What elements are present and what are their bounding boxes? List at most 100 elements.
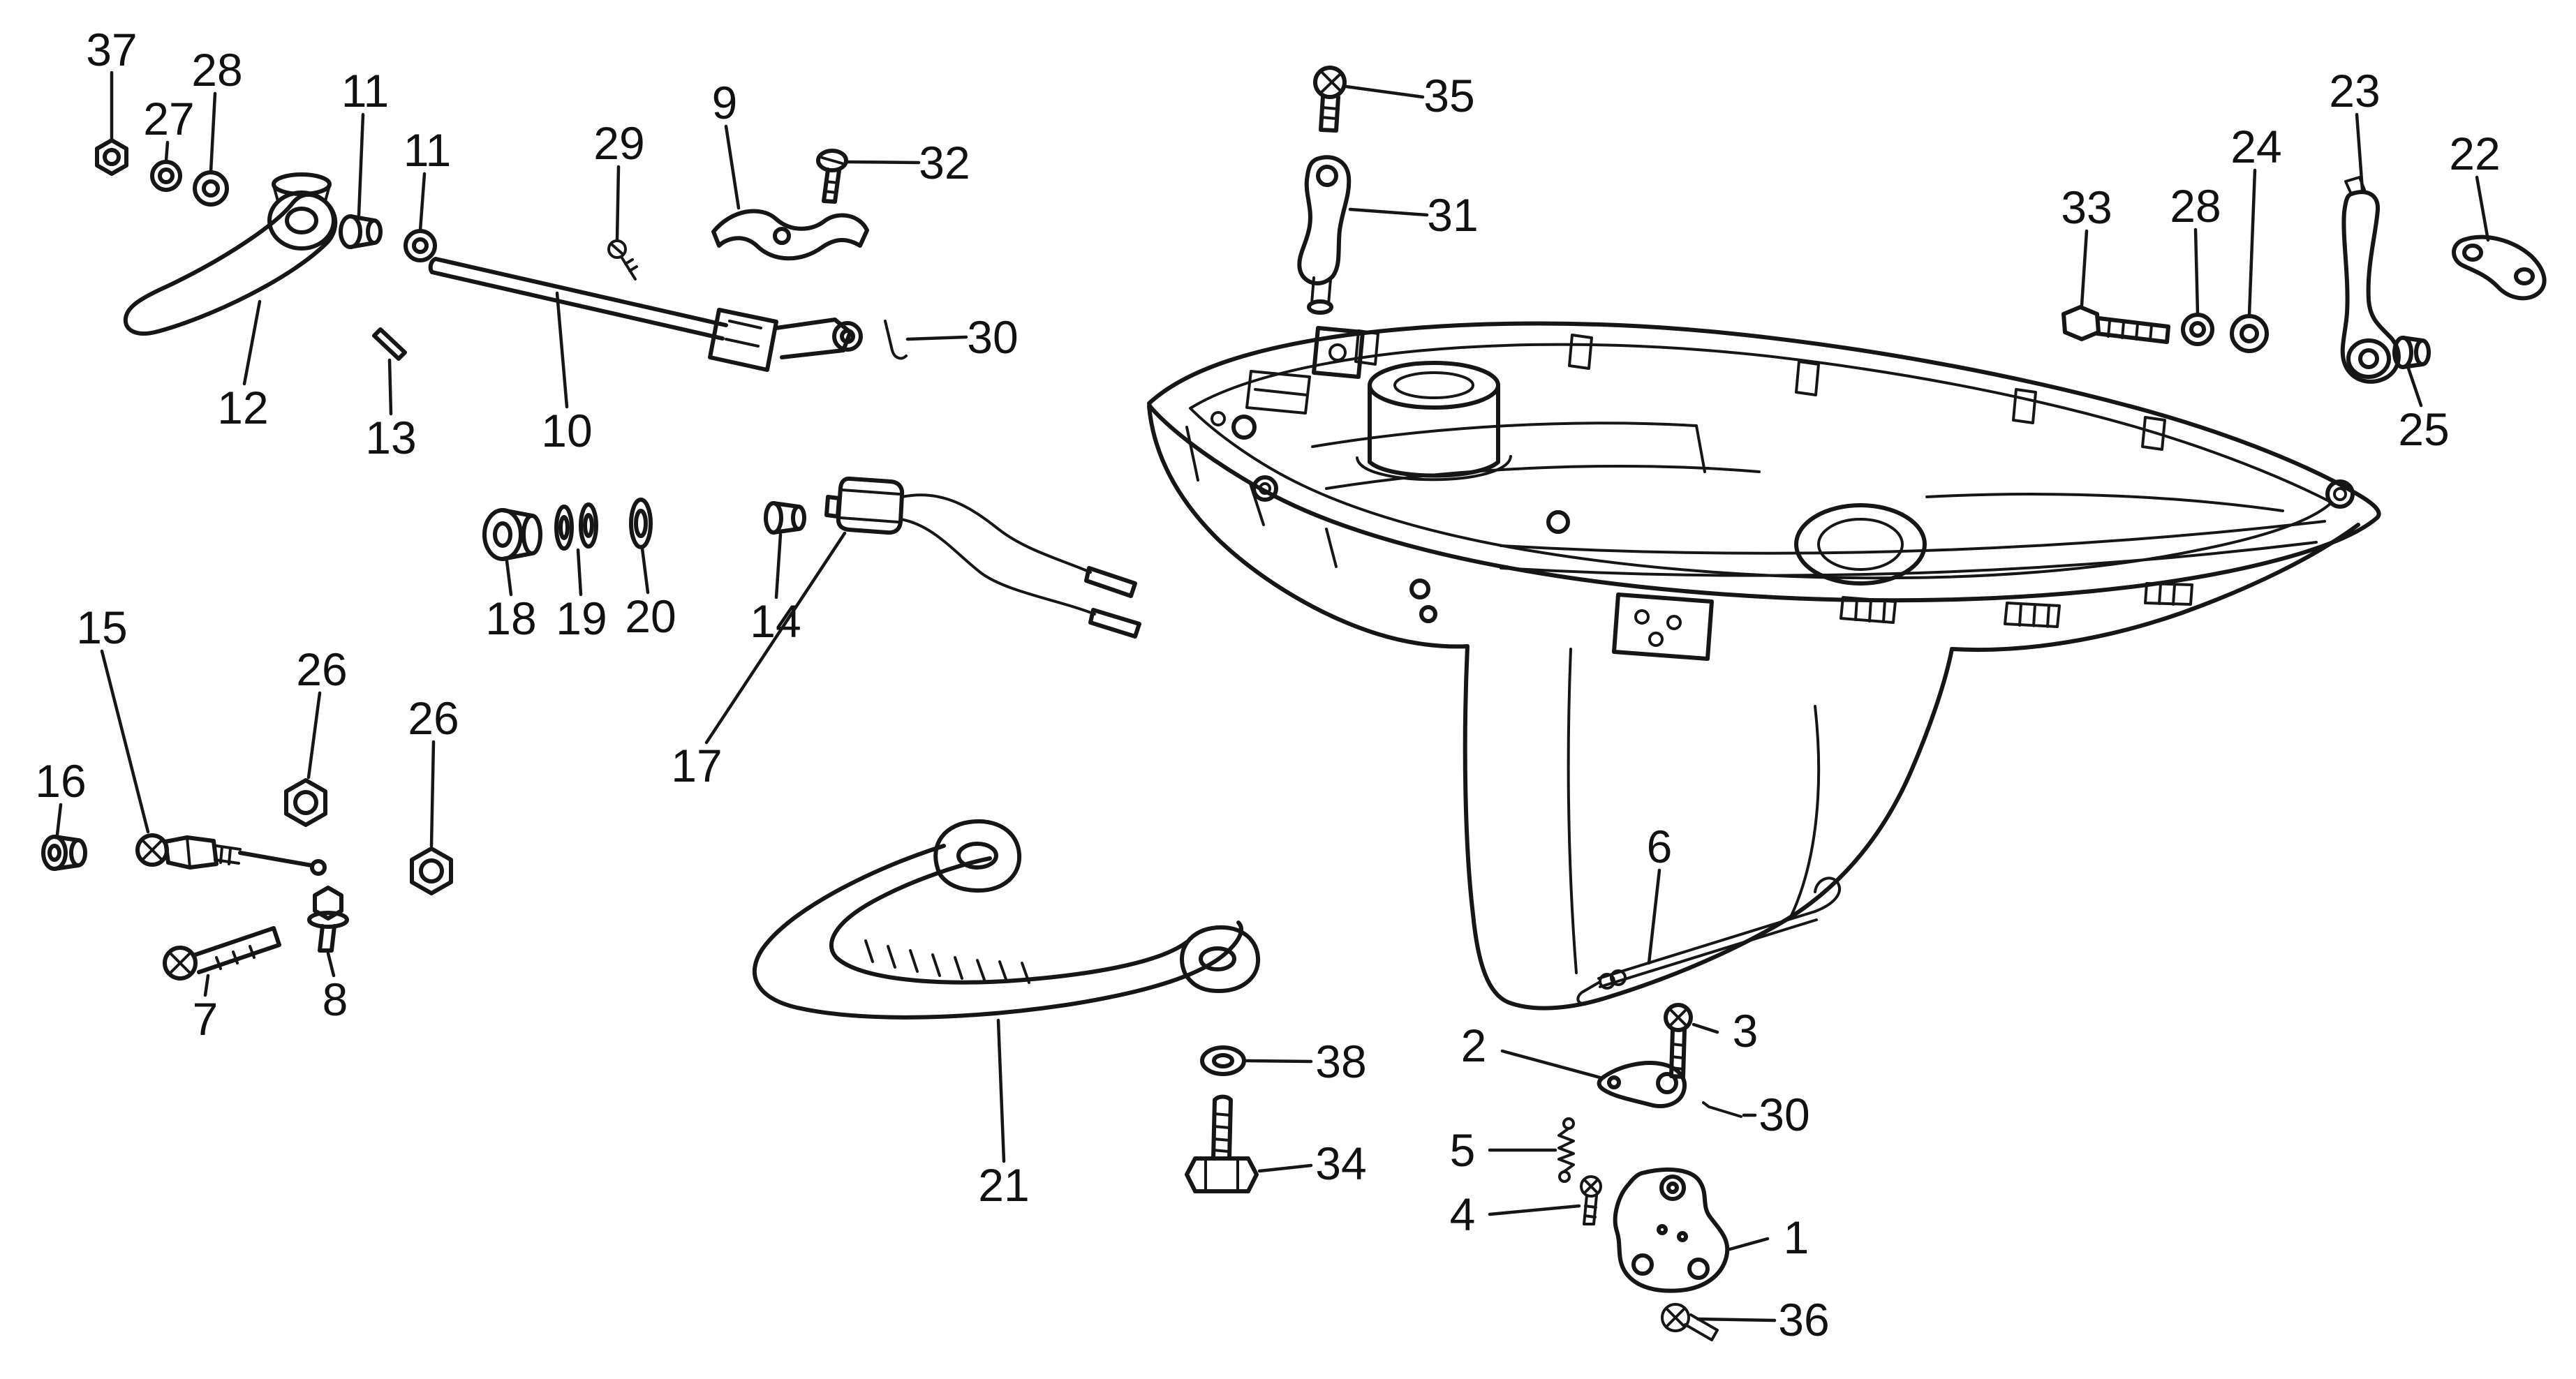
bolt-33 [2061, 305, 2170, 344]
bracket-1 [1613, 1168, 1730, 1293]
leader-line-31 [1348, 207, 1429, 217]
callout-25: 25 [2398, 403, 2449, 455]
callout-7: 7 [193, 993, 219, 1045]
callout-34: 34 [1315, 1138, 1366, 1189]
callout-9: 9 [712, 77, 738, 128]
callout-5: 5 [1450, 1124, 1476, 1176]
callout-30-a: 30 [967, 311, 1018, 363]
bolt-8 [307, 886, 349, 953]
callout-1: 1 [1784, 1212, 1809, 1263]
leader-line-17 [704, 531, 847, 745]
washer-27 [150, 160, 182, 192]
bracket-21 [752, 819, 1261, 1020]
callout-26-a: 26 [296, 643, 347, 695]
leader-line-35 [1344, 84, 1425, 99]
leader-line-20 [640, 546, 650, 595]
leader-line-14 [774, 532, 783, 599]
callout-24: 24 [2230, 121, 2281, 172]
callout-27: 27 [143, 93, 194, 144]
callout-30-b: 30 [1759, 1089, 1809, 1140]
screw-36 [1661, 1303, 1719, 1341]
switch-and-seals [482, 476, 1141, 639]
pin-30-lower [1702, 1101, 1742, 1118]
leader-line-11-a [357, 112, 365, 217]
callout-33: 33 [2061, 181, 2112, 233]
washer-24 [2230, 314, 2269, 353]
leader-line-2 [1500, 1049, 1602, 1080]
leader-line-8 [326, 951, 336, 978]
shift-lever-assembly [95, 138, 908, 372]
leader-line-9 [724, 124, 741, 210]
washer-28-right [2181, 313, 2214, 346]
callout-35: 35 [1423, 70, 1474, 121]
pin-30-upper [884, 320, 908, 360]
leader-line-13 [387, 358, 393, 416]
link-22 [2452, 234, 2547, 301]
leader-line-26-a [306, 691, 322, 780]
callout-4: 4 [1450, 1188, 1476, 1240]
cam-2 [1597, 1061, 1687, 1108]
callout-18: 18 [485, 592, 536, 644]
washer-20 [629, 498, 653, 549]
callout-20: 20 [625, 590, 676, 642]
leader-line-12 [242, 299, 262, 386]
callout-28-b: 28 [2170, 180, 2221, 232]
leader-line-32 [845, 160, 921, 165]
callout-22: 22 [2449, 128, 2500, 179]
throttle-lever-assembly [2061, 176, 2547, 384]
grommet-14 [764, 501, 806, 535]
bushing-11 [339, 214, 383, 249]
screw-4 [1580, 1175, 1602, 1225]
leader-line-22 [2475, 175, 2490, 242]
leader-line-1 [1728, 1237, 1770, 1251]
thermo-switch-assembly [41, 778, 453, 981]
screw-29 [607, 239, 638, 281]
cap-16 [41, 835, 87, 871]
callout-26-b: 26 [408, 692, 459, 744]
callout-2: 2 [1461, 1020, 1487, 1071]
spring-rod-6 [1576, 877, 1841, 1006]
plug-18 [482, 508, 542, 561]
callout-21: 21 [978, 1159, 1029, 1211]
spring-5 [1557, 1117, 1575, 1183]
callout-11-b: 11 [404, 124, 452, 176]
nut-26-upper [284, 778, 327, 827]
leader-line-19 [576, 548, 583, 597]
leader-line-30-a [905, 335, 968, 341]
leader-line-18 [505, 559, 513, 597]
callout-19: 19 [556, 592, 607, 644]
washer-28-left [193, 170, 229, 207]
leader-line-10 [555, 291, 569, 409]
callout-38: 38 [1315, 1036, 1366, 1087]
callout-8: 8 [323, 974, 348, 1025]
leader-line-16 [55, 803, 63, 837]
callout-36: 36 [1778, 1294, 1829, 1346]
leader-line-34 [1257, 1163, 1313, 1173]
leader-line-33 [2080, 229, 2089, 308]
leader-line-23 [2355, 112, 2364, 192]
leader-line-28-b [2193, 228, 2200, 315]
bolt-35 [1313, 66, 1347, 133]
leader-line-15 [100, 649, 150, 834]
callout-15: 15 [76, 602, 127, 653]
callout-10: 10 [541, 405, 592, 456]
bolt-34 [1185, 1094, 1259, 1193]
screw-7 [163, 926, 281, 981]
leader-line-25 [2406, 366, 2423, 408]
nut-26-lower [410, 847, 453, 895]
callout-13: 13 [365, 412, 416, 463]
link-31 [1297, 155, 1352, 315]
leader-line-29 [615, 165, 621, 242]
bushing-25 [2392, 336, 2431, 369]
shift-rod-10 [428, 257, 863, 372]
callout-37: 37 [86, 24, 137, 75]
leader-line-3 [1692, 1022, 1719, 1034]
callout-29: 29 [593, 117, 644, 169]
callout-16: 16 [35, 755, 86, 807]
top-link-assembly [1297, 66, 1352, 315]
pin-13 [372, 327, 407, 361]
leader-line-27 [164, 140, 170, 163]
